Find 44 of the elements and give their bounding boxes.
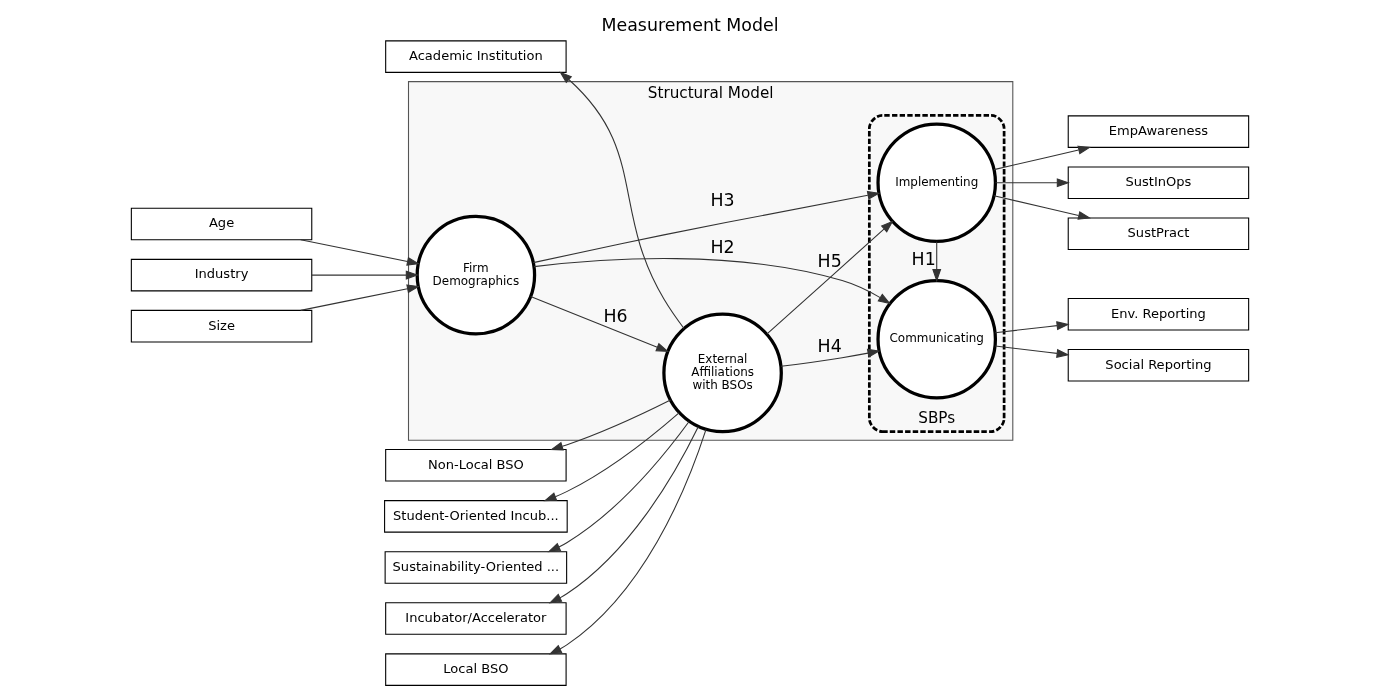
arrow	[994, 178, 1070, 188]
node-box: Incubator/Accelerator	[385, 602, 567, 635]
arrow	[766, 220, 894, 335]
arrow	[932, 241, 942, 283]
edge-label: H3	[710, 190, 735, 211]
arrow	[532, 190, 881, 264]
arrow	[548, 426, 699, 604]
node-box: Non-Local BSO	[385, 449, 567, 482]
node-box: Student-Oriented Incub...	[384, 500, 568, 533]
arrow	[780, 348, 881, 367]
arrow	[548, 428, 707, 655]
arrow	[994, 345, 1070, 358]
edge-label: H5	[817, 251, 842, 272]
node-box: SustPract	[1067, 217, 1250, 251]
node-box: Academic Institution	[385, 40, 567, 73]
node-box: Local BSO	[385, 653, 567, 686]
node-box: Industry	[130, 258, 313, 292]
node-box: SustInOps	[1067, 166, 1250, 199]
arrow	[993, 195, 1092, 220]
arrow	[530, 296, 670, 352]
node-circle: Firm Demographics	[415, 214, 537, 336]
edge-label: H4	[817, 336, 842, 357]
arrow	[533, 258, 891, 305]
node-circle: Implementing	[876, 122, 998, 244]
node-box: Size	[130, 309, 313, 343]
arrow	[543, 412, 680, 502]
arrow	[311, 270, 419, 280]
edge-label: H6	[603, 305, 628, 326]
node-box: Sustainability-Oriented ...	[384, 551, 568, 584]
arrow	[300, 239, 420, 266]
arrow	[547, 420, 690, 553]
edge-label: H2	[710, 237, 735, 258]
arrow	[300, 284, 420, 311]
node-box: Social Reporting	[1067, 349, 1250, 382]
node-box: Age	[130, 207, 313, 241]
arrow	[559, 71, 685, 329]
arrow	[550, 399, 672, 451]
node-box: Env. Reporting	[1067, 297, 1250, 331]
arrow	[993, 145, 1092, 171]
node-box: EmpAwareness	[1067, 115, 1250, 148]
node-circle: External Affiliations with BSOs	[662, 312, 783, 434]
arrow	[994, 321, 1070, 334]
diagram-title: Measurement Model	[601, 14, 779, 35]
edge-label: H1	[911, 249, 936, 270]
